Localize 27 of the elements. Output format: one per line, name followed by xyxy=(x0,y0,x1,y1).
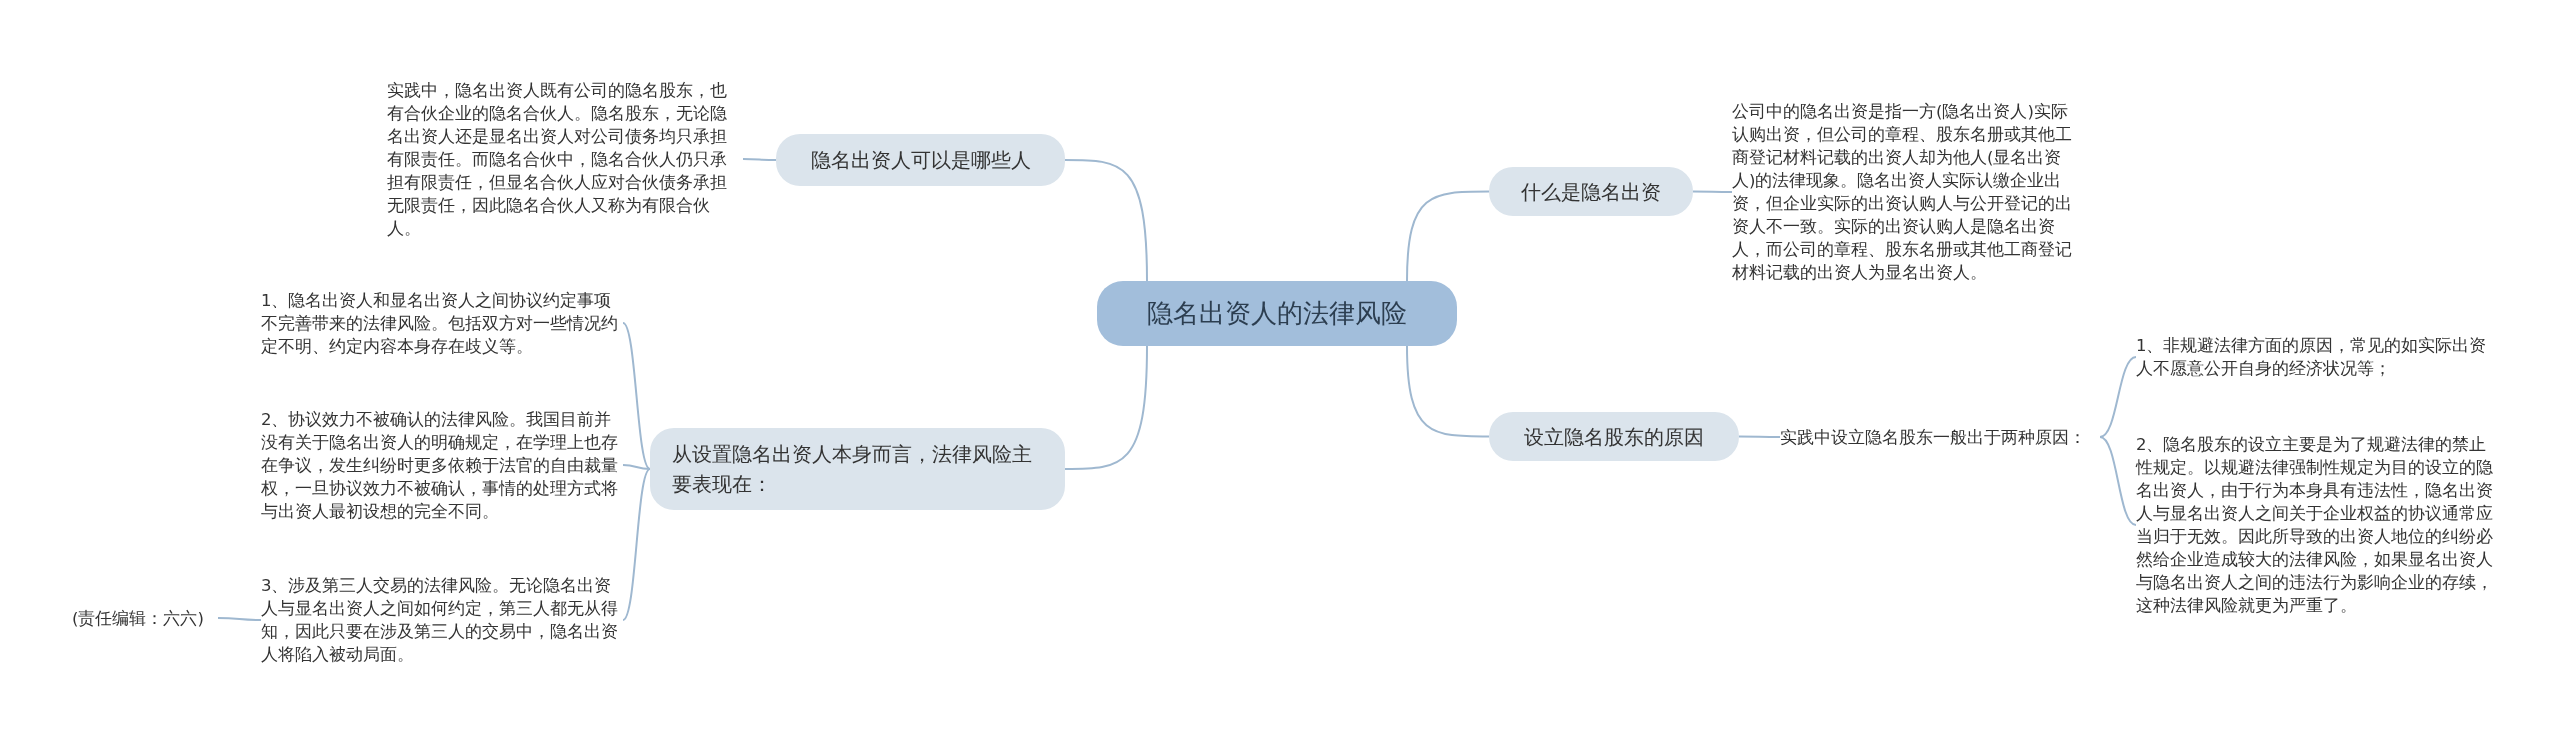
connector-line xyxy=(1064,159,1148,282)
topic-box: 设立隐名股东的原因 xyxy=(1489,412,1739,461)
connector-line xyxy=(1064,345,1148,470)
topic-text: 实践中设立隐名股东一般出于两种原因： xyxy=(1780,426,2086,449)
connector-line xyxy=(742,158,777,161)
topic-text: 实践中，隐名出资人既有公司的隐名股东，也有合伙企业的隐名合伙人。隐名股东，无论隐名出资人还是显名出资人对公司债务均只承担有限责任。而隐名合伙中，隐名合伙人仍只承担有限责任，但显名合伙人应对合伙债务承担无限责任，因此隐名合伙人又称为有限合伙人。 xyxy=(387,79,728,240)
connector-line xyxy=(2099,356,2137,438)
topic-text: 3、涉及第三人交易的法律风险。无论隐名出资人与显名出资人之间如何约定，第三人都无从得知，因此只要在涉及第三人的交易中，隐名出资人将陷入被动局面。 xyxy=(261,575,619,666)
topic-text: 2、隐名股东的设立主要是为了规避法律的禁止性规定。以规避法律强制性规定为目的设立的隐名出资人，由于行为本身具有违法性，隐名出资人与显名出资人之间关于企业权益的协议通常应当归于无效。因此所导致的出资人地位的纠纷必然给企业造成较大的法律风险，如果显名出资人与隐名出资人之间的违法行为影响企业的存续，这种法律风险就更为严重了。 xyxy=(2136,434,2494,617)
connector-line xyxy=(622,468,651,621)
topic-text: 2、协议效力不被确认的法律风险。我国目前并没有关于隐名出资人的明确规定，在学理上也存在争议，发生纠纷时更多依赖于法官的自由裁量权，一旦协议效力不被确认，事情的处理方式将与出资人最初设想的完全不同。 xyxy=(261,408,619,523)
connector-line xyxy=(622,464,651,470)
connector-line xyxy=(1692,190,1733,193)
topic-text: 1、非规避法律方面的原因，常见的如实际出资人不愿意公开自身的经济状况等； xyxy=(2136,335,2488,380)
central-topic: 隐名出资人的法律风险 xyxy=(1097,281,1457,346)
connector-line xyxy=(217,617,262,621)
connector-line xyxy=(1406,345,1490,438)
connector-line xyxy=(1406,190,1490,282)
topic-text: (责任编辑：六六) xyxy=(72,607,204,630)
connector-line xyxy=(1738,435,1781,438)
topic-box: 从设置隐名出资人本身而言，法律风险主要表现在： xyxy=(650,428,1065,510)
topic-box: 隐名出资人可以是哪些人 xyxy=(776,134,1065,186)
topic-text: 公司中的隐名出资是指一方(隐名出资人)实际认购出资，但公司的章程、股东名册或其他工商登记材料记载的出资人却为他人(显名出资人)的法律现象。隐名出资人实际认缴企业出资，但企业实际的出资认购人与公开登记的出资人不一致。实际的出资认购人是隐名出资人，而公司的章程、股东名册或其他工商登记材料记载的出资人为显名出资人。 xyxy=(1732,101,2073,284)
connector-line xyxy=(622,322,651,470)
connector-line xyxy=(2099,436,2137,526)
topic-box: 什么是隐名出资 xyxy=(1489,167,1693,216)
topic-text: 1、隐名出资人和显名出资人之间协议约定事项不完善带来的法律风险。包括双方对一些情况约定不明、约定内容本身存在歧义等。 xyxy=(261,289,619,358)
